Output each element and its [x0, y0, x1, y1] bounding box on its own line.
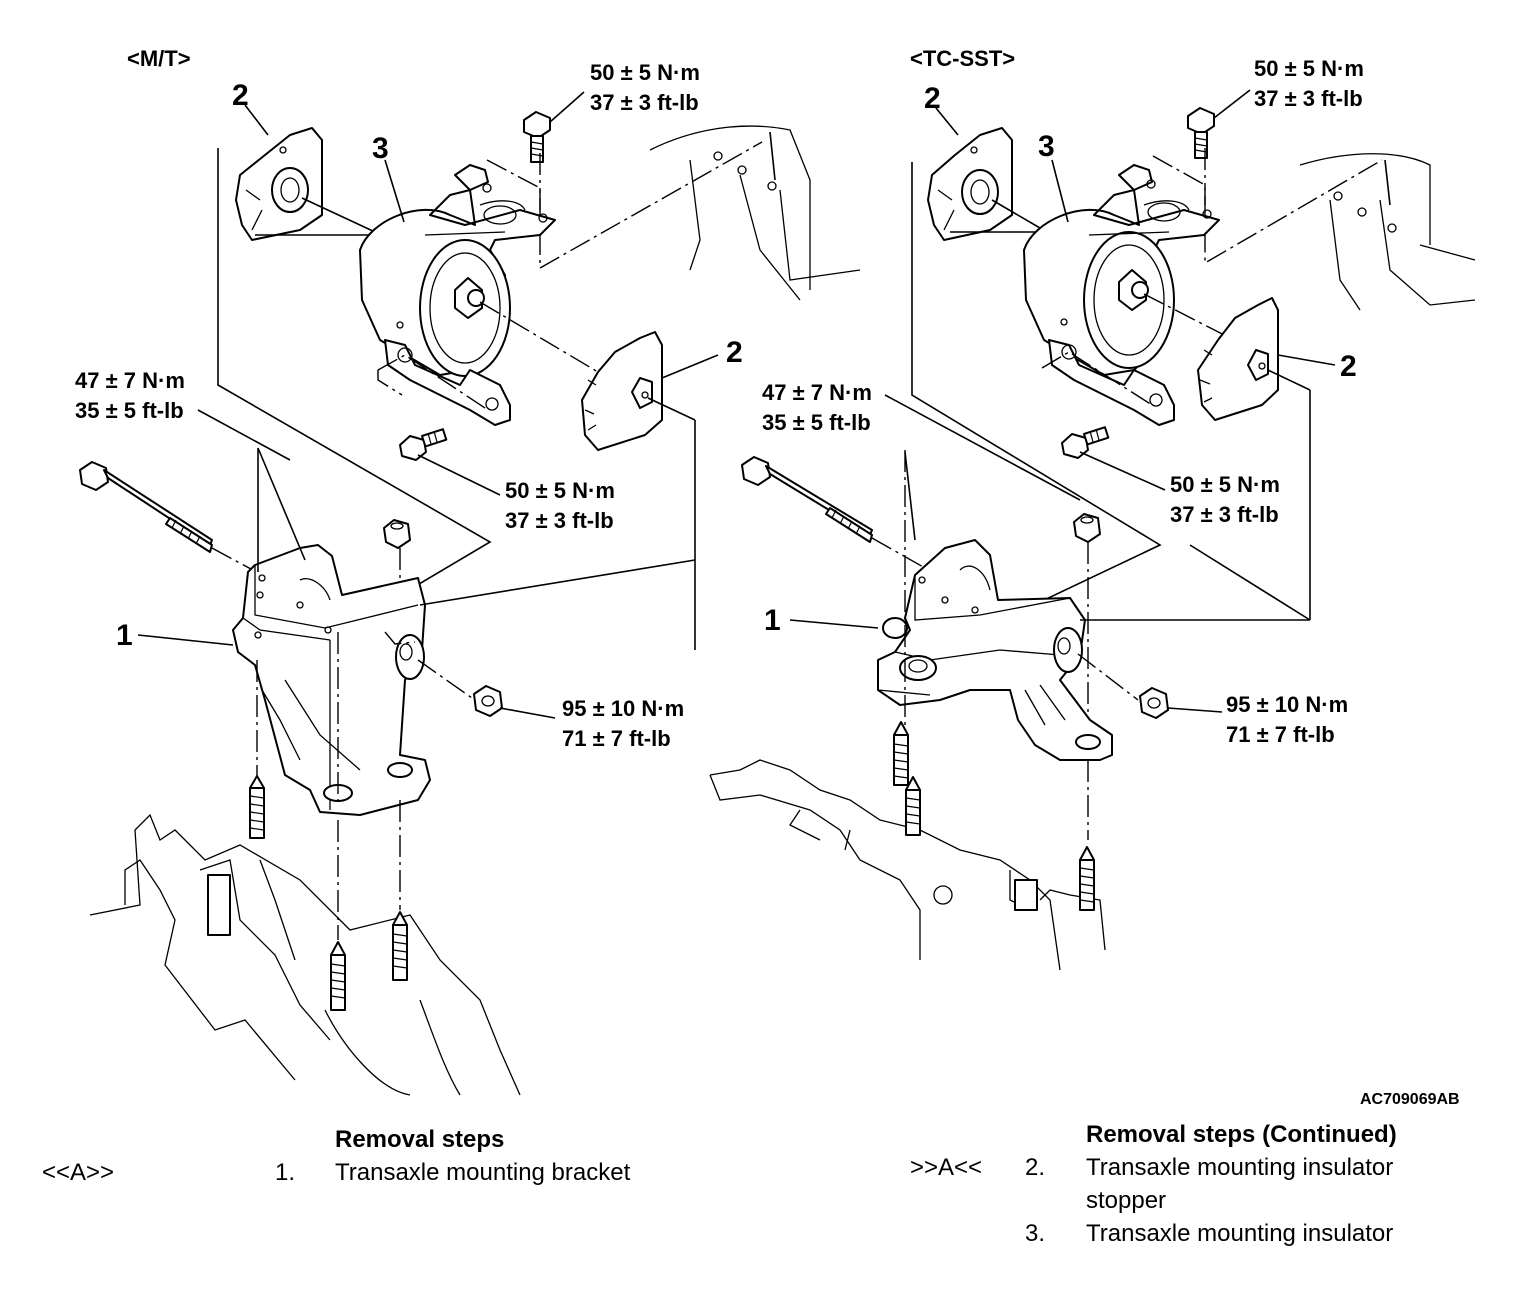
callout-tc-3: 3: [1038, 130, 1055, 163]
removal-steps-right: Removal steps (Continued) >>A<< 2. Trans…: [0, 1115, 1536, 1255]
torque-mt-mid-nm: 50 ± 5 N·m: [505, 478, 615, 503]
step-text-continued: stopper: [1086, 1187, 1167, 1214]
mt-mid-bolt: [399, 428, 448, 461]
torque-tc-bottom-ftlb: 71 ± 7 ft-lb: [1226, 722, 1335, 747]
step-number: 1.: [275, 1159, 296, 1186]
torque-mt-top-ftlb: 37 ± 3 ft-lb: [590, 90, 699, 115]
tc-insulator: [1023, 164, 1220, 426]
torque-tc-top-ftlb: 37 ± 3 ft-lb: [1254, 86, 1363, 111]
torque-tc-top-nm: 50 ± 5 N·m: [1254, 56, 1364, 81]
callout-mt-2-upper: 2: [232, 79, 249, 112]
figure-code: AC709069AB: [1360, 1091, 1460, 1108]
mt-insulator-stopper-lower: [581, 331, 663, 451]
tc-mounting-bracket: [877, 539, 1113, 761]
removal-steps-heading: Removal steps: [335, 1126, 505, 1153]
tc-bottom-nut: [1139, 687, 1169, 719]
mt-mounting-bracket: [232, 544, 431, 816]
torque-mt-mid-ftlb: 37 ± 3 ft-lb: [505, 508, 614, 533]
mt-insulator: [359, 164, 556, 426]
torque-mt-bottom-ftlb: 71 ± 7 ft-lb: [562, 726, 671, 751]
torque-mt-bottom-nm: 95 ± 10 N·m: [562, 696, 684, 721]
step-text: Transaxle mounting bracket: [335, 1159, 631, 1186]
mt-through-bolt: [79, 461, 213, 553]
tc-top-nut: [1073, 513, 1101, 543]
mt-stud-2: [330, 941, 346, 1011]
mt-transaxle-case: [89, 813, 521, 1096]
removal-steps-continued-heading: Removal steps (Continued): [1086, 1121, 1397, 1148]
mt-top-bolt: [523, 111, 551, 163]
callout-tc-1: 1: [764, 604, 781, 637]
mt-assembly: <M/T> 50 ± 5 N·m 37 ± 3 ft-lb: [75, 46, 861, 1096]
callout-tc-2-upper: 2: [924, 82, 941, 115]
tc-through-bolt: [741, 456, 873, 543]
step-text: Transaxle mounting insulator: [1086, 1220, 1394, 1247]
mt-insulator-stopper-upper: [235, 127, 323, 241]
torque-tc-mid-ftlb: 37 ± 3 ft-lb: [1170, 502, 1279, 527]
callout-mt-1: 1: [116, 619, 133, 652]
callout-tc-2-lower: 2: [1340, 350, 1357, 383]
tc-body-frame: [1299, 153, 1476, 311]
torque-tc-bottom-nm: 95 ± 10 N·m: [1226, 692, 1348, 717]
variant-label-mt: <M/T>: [127, 46, 191, 71]
tcsst-assembly: <TC-SST> 50 ± 5 N·m 37 ± 3 ft-lb: [709, 46, 1476, 971]
callout-mt-3: 3: [372, 132, 389, 165]
removal-steps-left: Removal steps <<A>> 1. Transaxle mountin…: [0, 1120, 760, 1200]
step-text: Transaxle mounting insulator: [1086, 1154, 1394, 1181]
tc-stud-1: [893, 721, 909, 786]
callout-mt-2-lower: 2: [726, 336, 743, 369]
torque-tc-left-nm: 47 ± 7 N·m: [762, 380, 872, 405]
mt-stud-3: [392, 911, 408, 981]
torque-tc-mid-nm: 50 ± 5 N·m: [1170, 472, 1280, 497]
tc-stud-2: [905, 776, 921, 836]
mt-stud-1: [249, 660, 265, 839]
step-marker: <<A>>: [42, 1159, 115, 1186]
step-marker: >>A<<: [910, 1154, 983, 1181]
torque-tc-left-ftlb: 35 ± 5 ft-lb: [762, 410, 871, 435]
tc-mid-bolt: [1061, 426, 1110, 459]
step-number: 2.: [1025, 1154, 1046, 1181]
variant-label-tcsst: <TC-SST>: [910, 46, 1015, 71]
tc-insulator-stopper-lower: [1197, 297, 1279, 421]
tc-insulator-stopper-upper: [927, 127, 1013, 241]
mt-top-nut: [383, 519, 411, 549]
torque-mt-left-nm: 47 ± 7 N·m: [75, 368, 185, 393]
tc-stud-3: [1079, 846, 1095, 911]
tc-top-bolt: [1187, 107, 1215, 159]
step-number: 3.: [1025, 1220, 1046, 1247]
torque-mt-top-nm: 50 ± 5 N·m: [590, 60, 700, 85]
tc-transaxle-case: [709, 759, 1106, 971]
mt-bottom-nut: [473, 685, 503, 717]
torque-mt-left-ftlb: 35 ± 5 ft-lb: [75, 398, 184, 423]
mt-body-frame: [649, 125, 861, 301]
